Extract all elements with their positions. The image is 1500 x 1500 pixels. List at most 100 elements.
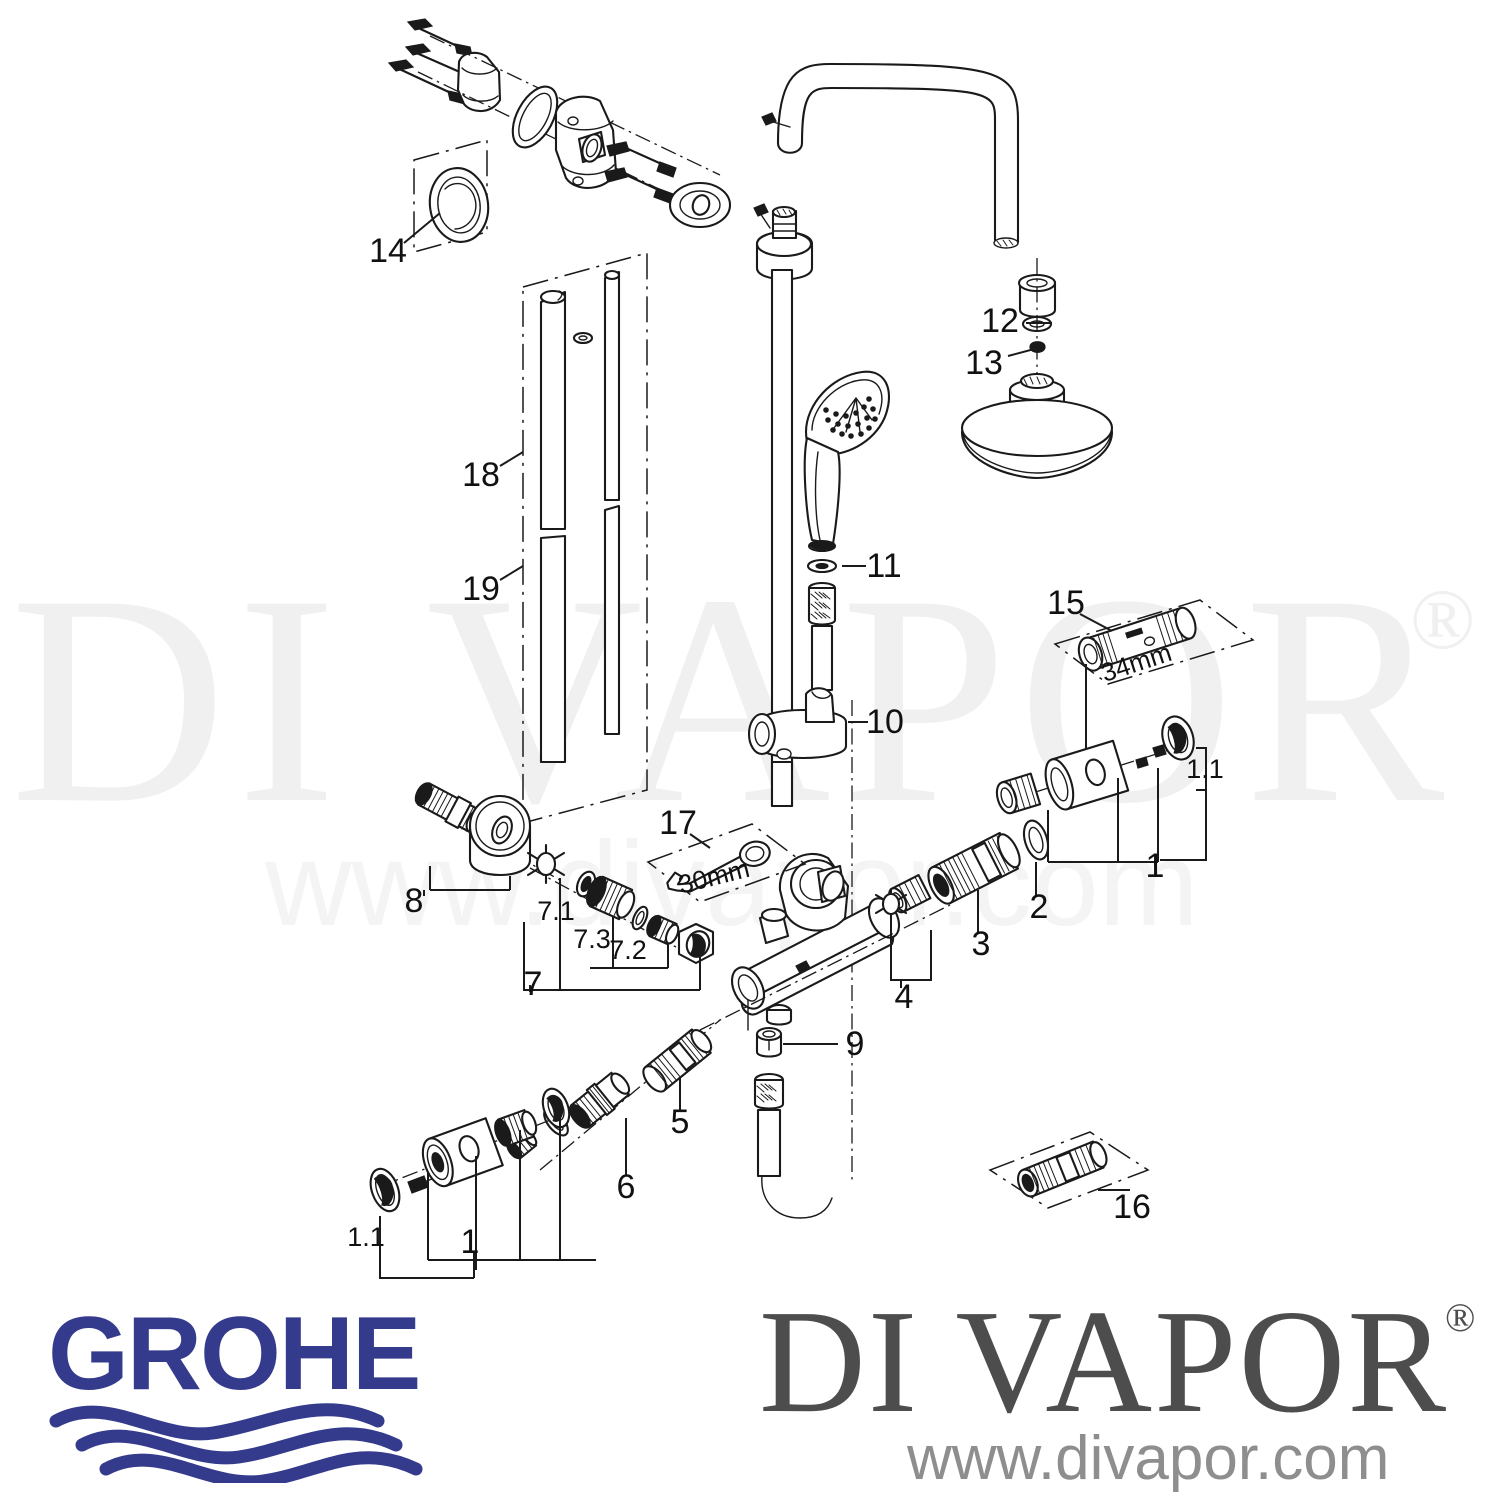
assembly-right-handle xyxy=(995,715,1207,866)
callout-13: 13 xyxy=(965,344,1003,382)
part-8-inlet-nipple xyxy=(414,782,485,834)
watermark-registered-mark: ® xyxy=(1410,571,1475,667)
mixer-thermostat-housing xyxy=(778,852,850,932)
watermark-brand-text: DI VAPOR xyxy=(10,533,1454,865)
callout-19: 19 xyxy=(462,570,500,608)
callout-16: 16 xyxy=(1113,1188,1151,1226)
divapor-wordmark: DI VAPOR xyxy=(759,1283,1448,1444)
callout-17: 17 xyxy=(659,804,697,842)
leader-19 xyxy=(499,565,524,581)
callout-7.1: 7.1 xyxy=(537,896,575,926)
callout-15: 15 xyxy=(1047,584,1085,622)
assembly-main-mixer xyxy=(699,852,951,1031)
part-1.1-right-cap xyxy=(1161,715,1195,761)
callout-labels: 1 1.1 1 1.1 2 3 4 5 6 7 7.1 7.2 7.3 8 9 … xyxy=(347,232,1224,1261)
mixer-axis xyxy=(699,904,951,1031)
concealed-mixer-body xyxy=(554,95,618,189)
part-10-shower-holder xyxy=(747,687,848,760)
bracket-4 xyxy=(890,916,932,981)
callout-7.2: 7.2 xyxy=(609,935,647,965)
riser-washer xyxy=(572,331,594,345)
part-3-check-valve xyxy=(927,831,1021,905)
part-1.1-left-cap xyxy=(369,1167,401,1213)
callout-4: 4 xyxy=(895,978,914,1016)
assembly-concealed-body xyxy=(387,18,732,253)
left-handle-grub-screw xyxy=(407,1175,429,1194)
callout-1-left: 1 xyxy=(461,1223,480,1261)
right-handle-grub xyxy=(1152,744,1167,758)
leader-17 xyxy=(689,833,711,849)
callout-8: 8 xyxy=(405,882,424,920)
bracket-1.1-right-down xyxy=(1160,789,1207,861)
part-1-right-handle-sleeve xyxy=(1044,739,1130,811)
callout-14: 14 xyxy=(369,232,407,270)
shower-hose xyxy=(753,1072,833,1219)
watermark-layer: DI VAPOR ® www.divapor.com xyxy=(10,533,1475,951)
assembly-check-valves xyxy=(874,819,1050,988)
callout-11: 11 xyxy=(866,547,901,585)
part-15-thermostatic-cartridge: 34mm xyxy=(1053,599,1255,771)
part-16-flow-cartridge xyxy=(988,1131,1150,1209)
hose-cone-nut-upper xyxy=(807,581,837,692)
part-2-o-ring xyxy=(1022,819,1050,861)
o-ring-seal xyxy=(511,85,559,149)
left-handle-knurled-insert xyxy=(494,1109,538,1147)
hose-nut-knurl xyxy=(756,1083,777,1103)
part-8-escutcheon xyxy=(468,794,532,877)
callout-1.1-left: 1.1 xyxy=(347,1222,385,1252)
divapor-url: www.divapor.com xyxy=(906,1424,1389,1493)
right-handle-adapter xyxy=(995,772,1042,815)
bracket-1.1-left xyxy=(379,1216,474,1279)
part-14-cover-cap xyxy=(413,139,490,253)
callout-3: 3 xyxy=(972,925,991,963)
part-6-valve-stem xyxy=(568,1071,631,1129)
assembly-riser-tubes xyxy=(499,252,648,824)
part-7.3-threaded-insert xyxy=(585,875,636,921)
assembly-central-riser xyxy=(747,203,891,1180)
callout-7.3: 7.3 xyxy=(573,924,611,954)
riser-pipe-lower xyxy=(770,760,794,808)
grohe-logo: GROHE xyxy=(48,1296,423,1483)
assembly-hose xyxy=(747,999,838,1219)
divapor-registered-mark: ® xyxy=(1445,1295,1475,1340)
knurl-upper xyxy=(810,591,831,620)
shower-arm xyxy=(776,62,1020,249)
overhead-shower-head xyxy=(960,372,1114,480)
flow-cartridge-axis xyxy=(539,1019,721,1171)
cartridge-knurl-right xyxy=(1155,609,1184,647)
callout-18: 18 xyxy=(462,456,500,494)
leader-14 xyxy=(403,212,441,244)
fixing-screws-right xyxy=(604,141,677,204)
part-5-flow-cartridge xyxy=(642,1028,713,1093)
riser-box xyxy=(522,252,648,824)
wall-flange-ring xyxy=(668,181,732,229)
bracket-7-main xyxy=(523,922,700,991)
arm-fixing-pin xyxy=(761,112,777,126)
assembly-left-inlet xyxy=(414,782,561,896)
callout-2: 2 xyxy=(1030,888,1049,926)
logo-bar: GROHE DI VAPOR ® www.divapor.com xyxy=(0,1275,1500,1500)
grohe-wordmark: GROHE xyxy=(48,1296,419,1412)
callout-7: 7 xyxy=(524,965,543,1003)
cartridge-knurl-left xyxy=(1093,631,1118,666)
hand-shower xyxy=(803,370,891,553)
part-19-riser-tube xyxy=(603,269,621,736)
part-7-hex-nut xyxy=(677,922,715,965)
callout-5: 5 xyxy=(671,1103,690,1141)
assembly-flow-cartridge xyxy=(506,1019,721,1176)
left-handle-collar xyxy=(541,1087,571,1129)
part-18-riser-tube xyxy=(539,289,567,764)
arm-pin-line xyxy=(769,120,791,128)
leader-13 xyxy=(1007,347,1039,357)
assembly-left-handle xyxy=(369,1087,596,1279)
callout-1.1-right: 1.1 xyxy=(1186,754,1224,784)
part-1-left-handle-sleeve xyxy=(421,1117,504,1188)
assembly-part-7-group xyxy=(523,843,715,992)
callout-6: 6 xyxy=(617,1168,636,1206)
assembly-axis-a xyxy=(429,35,721,176)
callout-9: 9 xyxy=(846,1025,865,1063)
right-handle-screw xyxy=(1135,756,1149,769)
leader-15 xyxy=(1079,613,1113,632)
part-7.1-star-filter xyxy=(526,843,566,885)
